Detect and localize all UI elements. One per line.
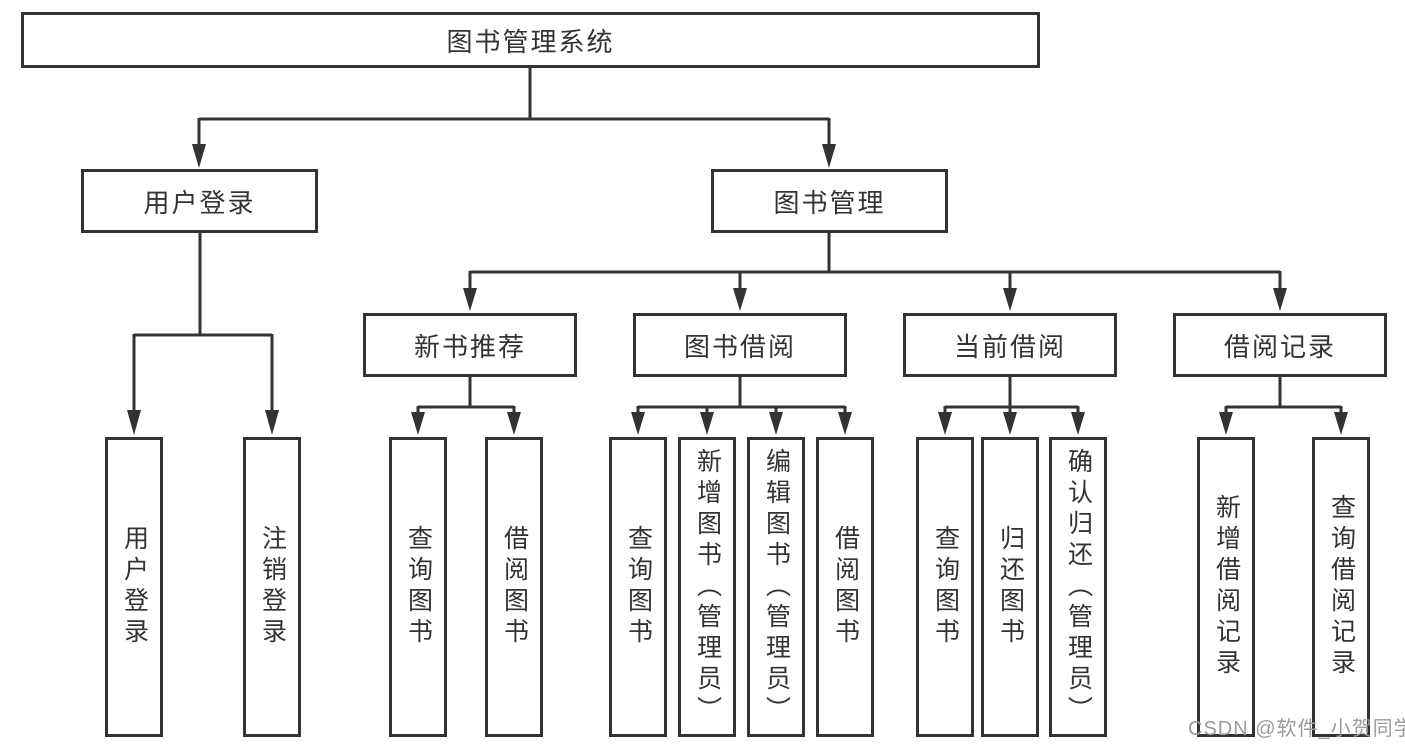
node-user-login: 用户登录 bbox=[81, 169, 318, 233]
leaf-label: 编辑图书（管理员） bbox=[762, 447, 791, 727]
leaf-label: 用户登录 bbox=[120, 525, 149, 649]
node-label: 借阅记录 bbox=[1223, 331, 1336, 362]
leaf-user-login: 用户登录 bbox=[105, 437, 163, 737]
leaf-logout-login: 注销登录 bbox=[243, 437, 301, 737]
node-label: 新书推荐 bbox=[413, 331, 526, 362]
leaf-label: 查询图书 bbox=[931, 525, 960, 649]
leaf-recommend-query-books: 查询图书 bbox=[389, 437, 447, 737]
node-label: 图书借阅 bbox=[683, 331, 796, 362]
leaf-borrow-query-books: 查询图书 bbox=[609, 437, 667, 737]
leaf-label: 新增借阅记录 bbox=[1212, 494, 1241, 680]
node-new-book-recommend: 新书推荐 bbox=[363, 313, 577, 377]
leaf-confirm-return-admin: 确认归还（管理员） bbox=[1049, 437, 1107, 737]
leaf-label: 借阅图书 bbox=[500, 525, 529, 649]
leaf-label: 确认归还（管理员） bbox=[1064, 447, 1093, 727]
node-label: 用户登录 bbox=[143, 187, 256, 218]
node-label: 图书管理 bbox=[773, 187, 886, 218]
leaf-return-books: 归还图书 bbox=[981, 437, 1039, 737]
leaf-query-borrow-record: 查询借阅记录 bbox=[1312, 437, 1370, 737]
leaf-label: 查询图书 bbox=[404, 525, 433, 649]
leaf-recommend-borrow-books: 借阅图书 bbox=[485, 437, 543, 737]
leaf-add-book-admin: 新增图书（管理员） bbox=[678, 437, 736, 737]
leaf-add-borrow-record: 新增借阅记录 bbox=[1197, 437, 1255, 737]
leaf-label: 借阅图书 bbox=[831, 525, 860, 649]
leaf-label: 新增图书（管理员） bbox=[693, 447, 722, 727]
leaf-label: 注销登录 bbox=[258, 525, 287, 649]
node-current-borrow: 当前借阅 bbox=[903, 313, 1117, 377]
node-label: 图书管理系统 bbox=[446, 26, 615, 57]
node-borrow-records: 借阅记录 bbox=[1173, 313, 1387, 377]
node-library-management-system: 图书管理系统 bbox=[21, 12, 1040, 68]
node-label: 当前借阅 bbox=[953, 331, 1066, 362]
leaf-edit-book-admin: 编辑图书（管理员） bbox=[747, 437, 805, 737]
leaf-label: 归还图书 bbox=[996, 525, 1025, 649]
leaf-label: 查询图书 bbox=[624, 525, 653, 649]
leaf-current-query-books: 查询图书 bbox=[916, 437, 974, 737]
leaf-label: 查询借阅记录 bbox=[1327, 494, 1356, 680]
node-book-borrow: 图书借阅 bbox=[633, 313, 847, 377]
leaf-borrow-borrow-books: 借阅图书 bbox=[816, 437, 874, 737]
node-book-management: 图书管理 bbox=[711, 169, 948, 233]
csdn-watermark: CSDN @软件_小贺同学 bbox=[1188, 718, 1405, 740]
